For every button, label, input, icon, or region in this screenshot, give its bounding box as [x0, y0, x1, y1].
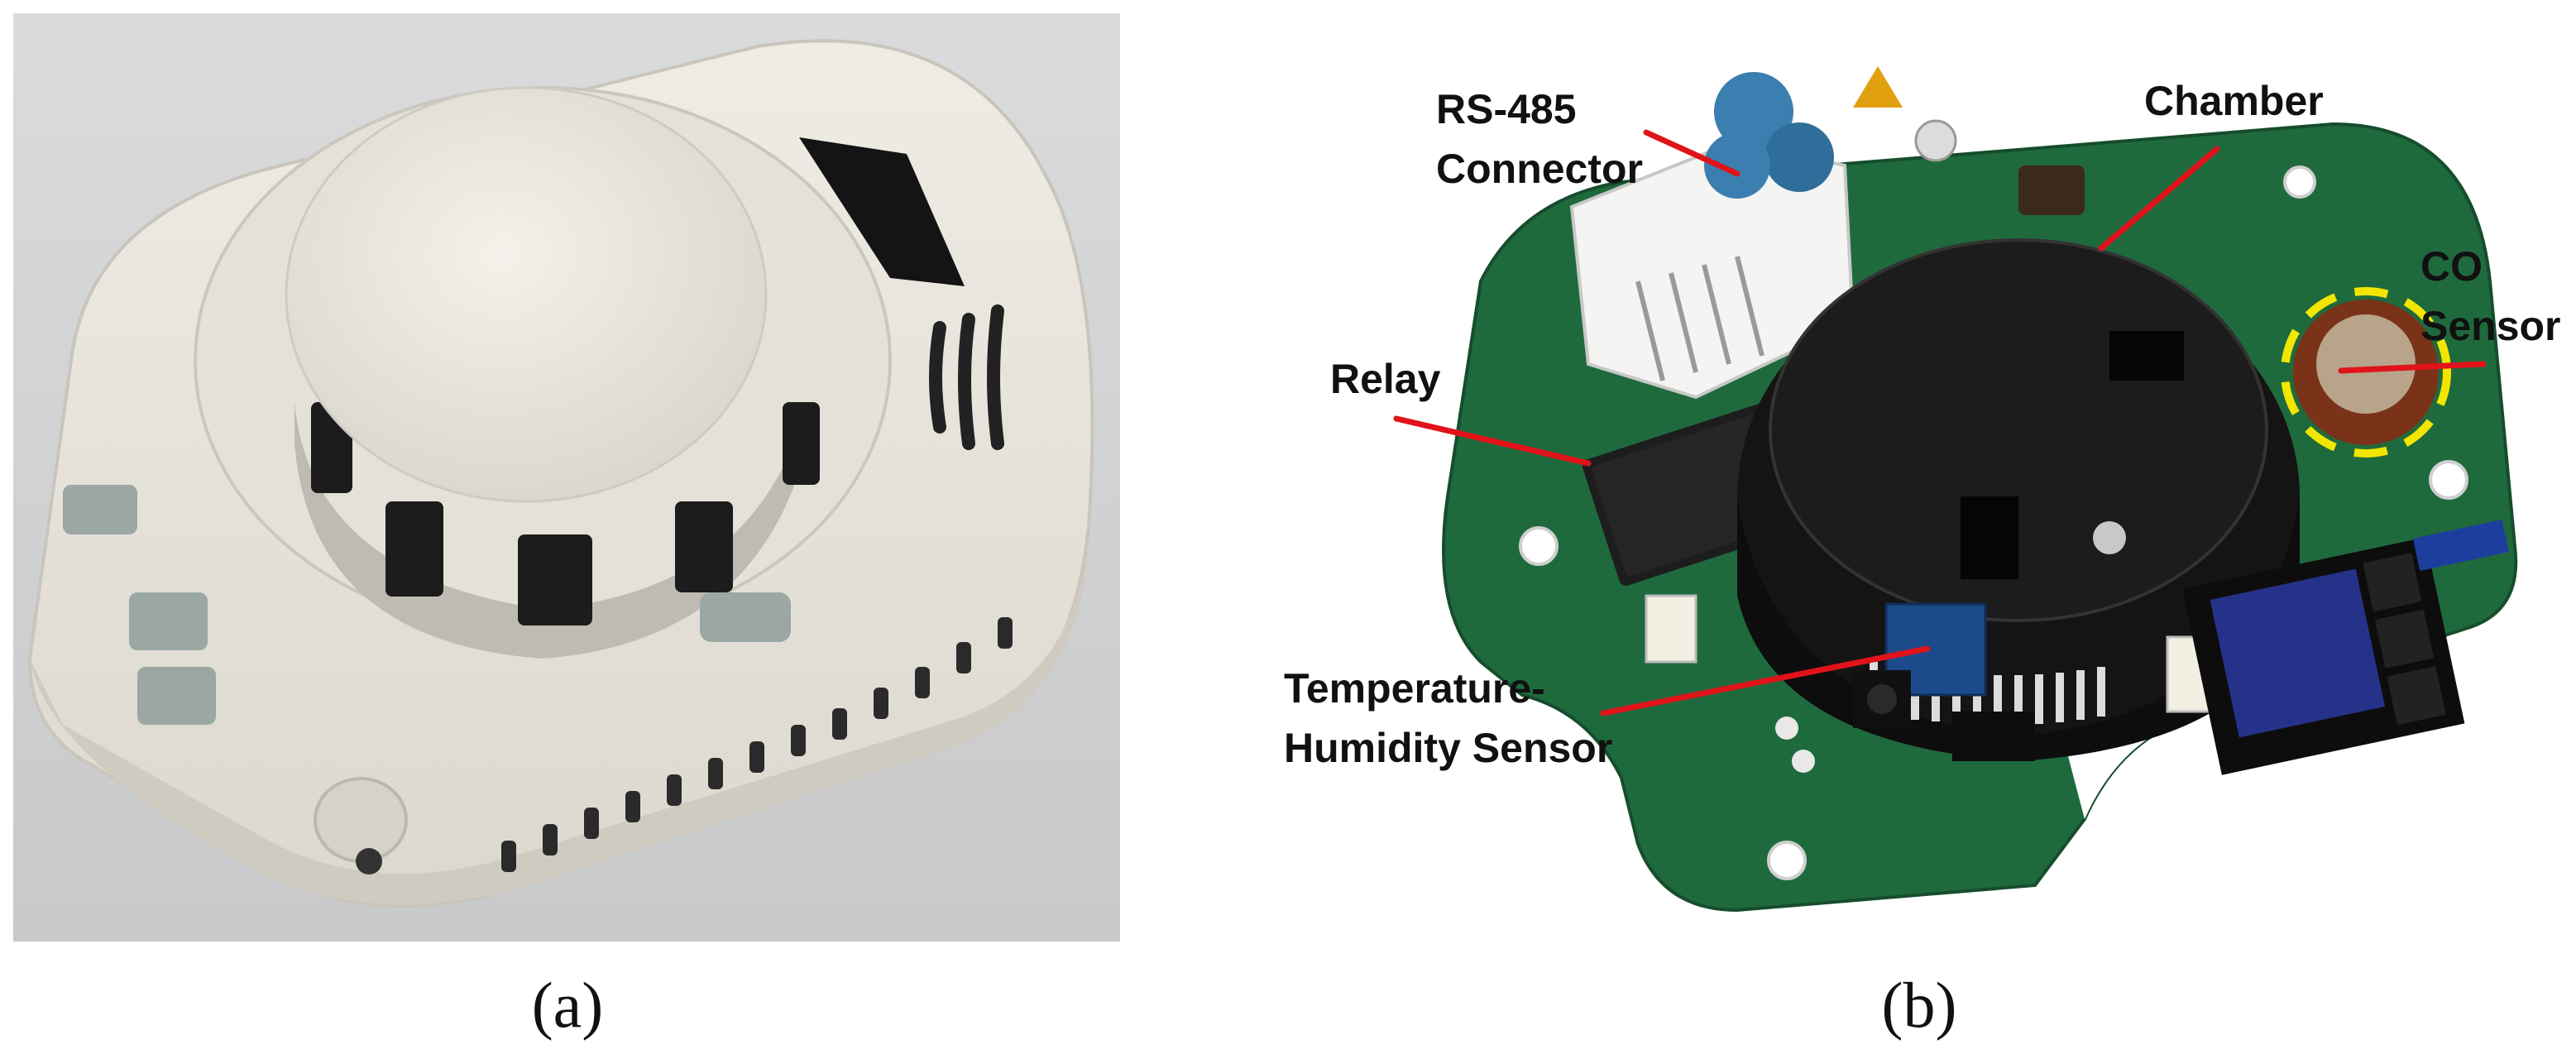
caption-a: (a)	[531, 969, 604, 1041]
label-th-line1: Temperature-	[1284, 665, 1545, 712]
oled-display	[2182, 537, 2465, 775]
leader-chamber	[2098, 146, 2220, 252]
label-rs485-line2: Connector	[1436, 146, 1643, 192]
label-temperature-humidity-sensor: Temperature- Humidity Sensor	[1284, 659, 1612, 778]
label-rs485-connector: RS-485 Connector	[1436, 79, 1643, 199]
label-relay: Relay	[1330, 356, 1441, 402]
label-co-line1: CO	[2420, 243, 2483, 290]
detector-housing-image	[13, 13, 1120, 942]
panel-a-photo	[13, 13, 1120, 942]
leader-temp-humidity	[1600, 645, 1931, 717]
leader-rs485	[1643, 129, 1740, 177]
label-co-line2: Sensor	[2420, 303, 2561, 349]
panel-b-photo	[1274, 33, 2576, 935]
pcb-image	[1442, 66, 2518, 913]
leader-relay	[1393, 415, 1592, 467]
label-th-line2: Humidity Sensor	[1284, 725, 1613, 771]
co-highlight-ring	[2281, 287, 2451, 458]
label-co-sensor: CO Sensor	[2420, 237, 2561, 356]
label-chamber: Chamber	[2144, 78, 2324, 124]
caption-b: (b)	[1881, 969, 1957, 1041]
label-rs485-line1: RS-485	[1436, 86, 1577, 132]
leader-co-sensor	[2338, 361, 2487, 374]
